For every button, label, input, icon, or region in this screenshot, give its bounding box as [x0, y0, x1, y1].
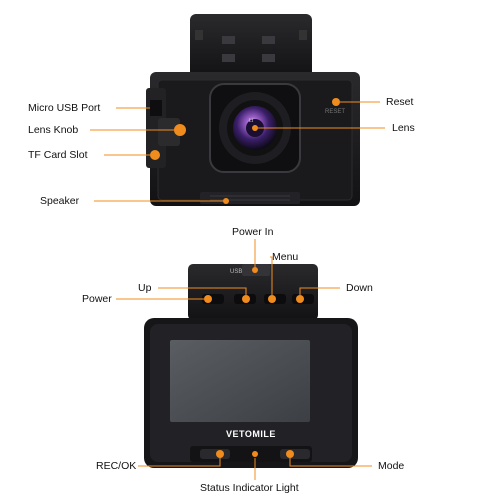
label-up: Up [138, 282, 152, 294]
usb-printed-text: USB [230, 269, 243, 275]
reset-dot [332, 98, 340, 106]
label-rec-ok: REC/OK [96, 460, 137, 472]
camera-body-back [144, 264, 358, 468]
label-down: Down [346, 282, 373, 294]
label-lens-knob: Lens Knob [28, 124, 79, 136]
brand-logo-text: VETOMILE [226, 429, 276, 439]
bottom-buttons [200, 449, 310, 459]
mount-block [190, 14, 312, 78]
callout-lines [90, 101, 385, 480]
left-side-ports [146, 88, 166, 168]
speaker-grille [200, 192, 300, 204]
top-buttons [202, 267, 314, 304]
label-lens: Lens [392, 122, 415, 134]
label-tf-card-slot: TF Card Slot [28, 149, 88, 161]
label-menu: Menu [272, 251, 299, 263]
label-micro-usb-port: Micro USB Port [28, 102, 101, 114]
lens-knob [158, 118, 186, 146]
tf-slot-dot [150, 150, 160, 160]
label-power-in: Power In [232, 226, 274, 238]
lens-printed-text: Lt [249, 118, 254, 124]
label-power: Power [82, 293, 112, 305]
label-reset: Reset [386, 96, 414, 108]
reset-printed-text: RESET [325, 109, 346, 115]
display-screen [170, 340, 310, 422]
label-mode: Mode [378, 460, 405, 472]
label-speaker: Speaker [40, 195, 80, 207]
label-status-indicator-light: Status Indicator Light [200, 482, 299, 494]
